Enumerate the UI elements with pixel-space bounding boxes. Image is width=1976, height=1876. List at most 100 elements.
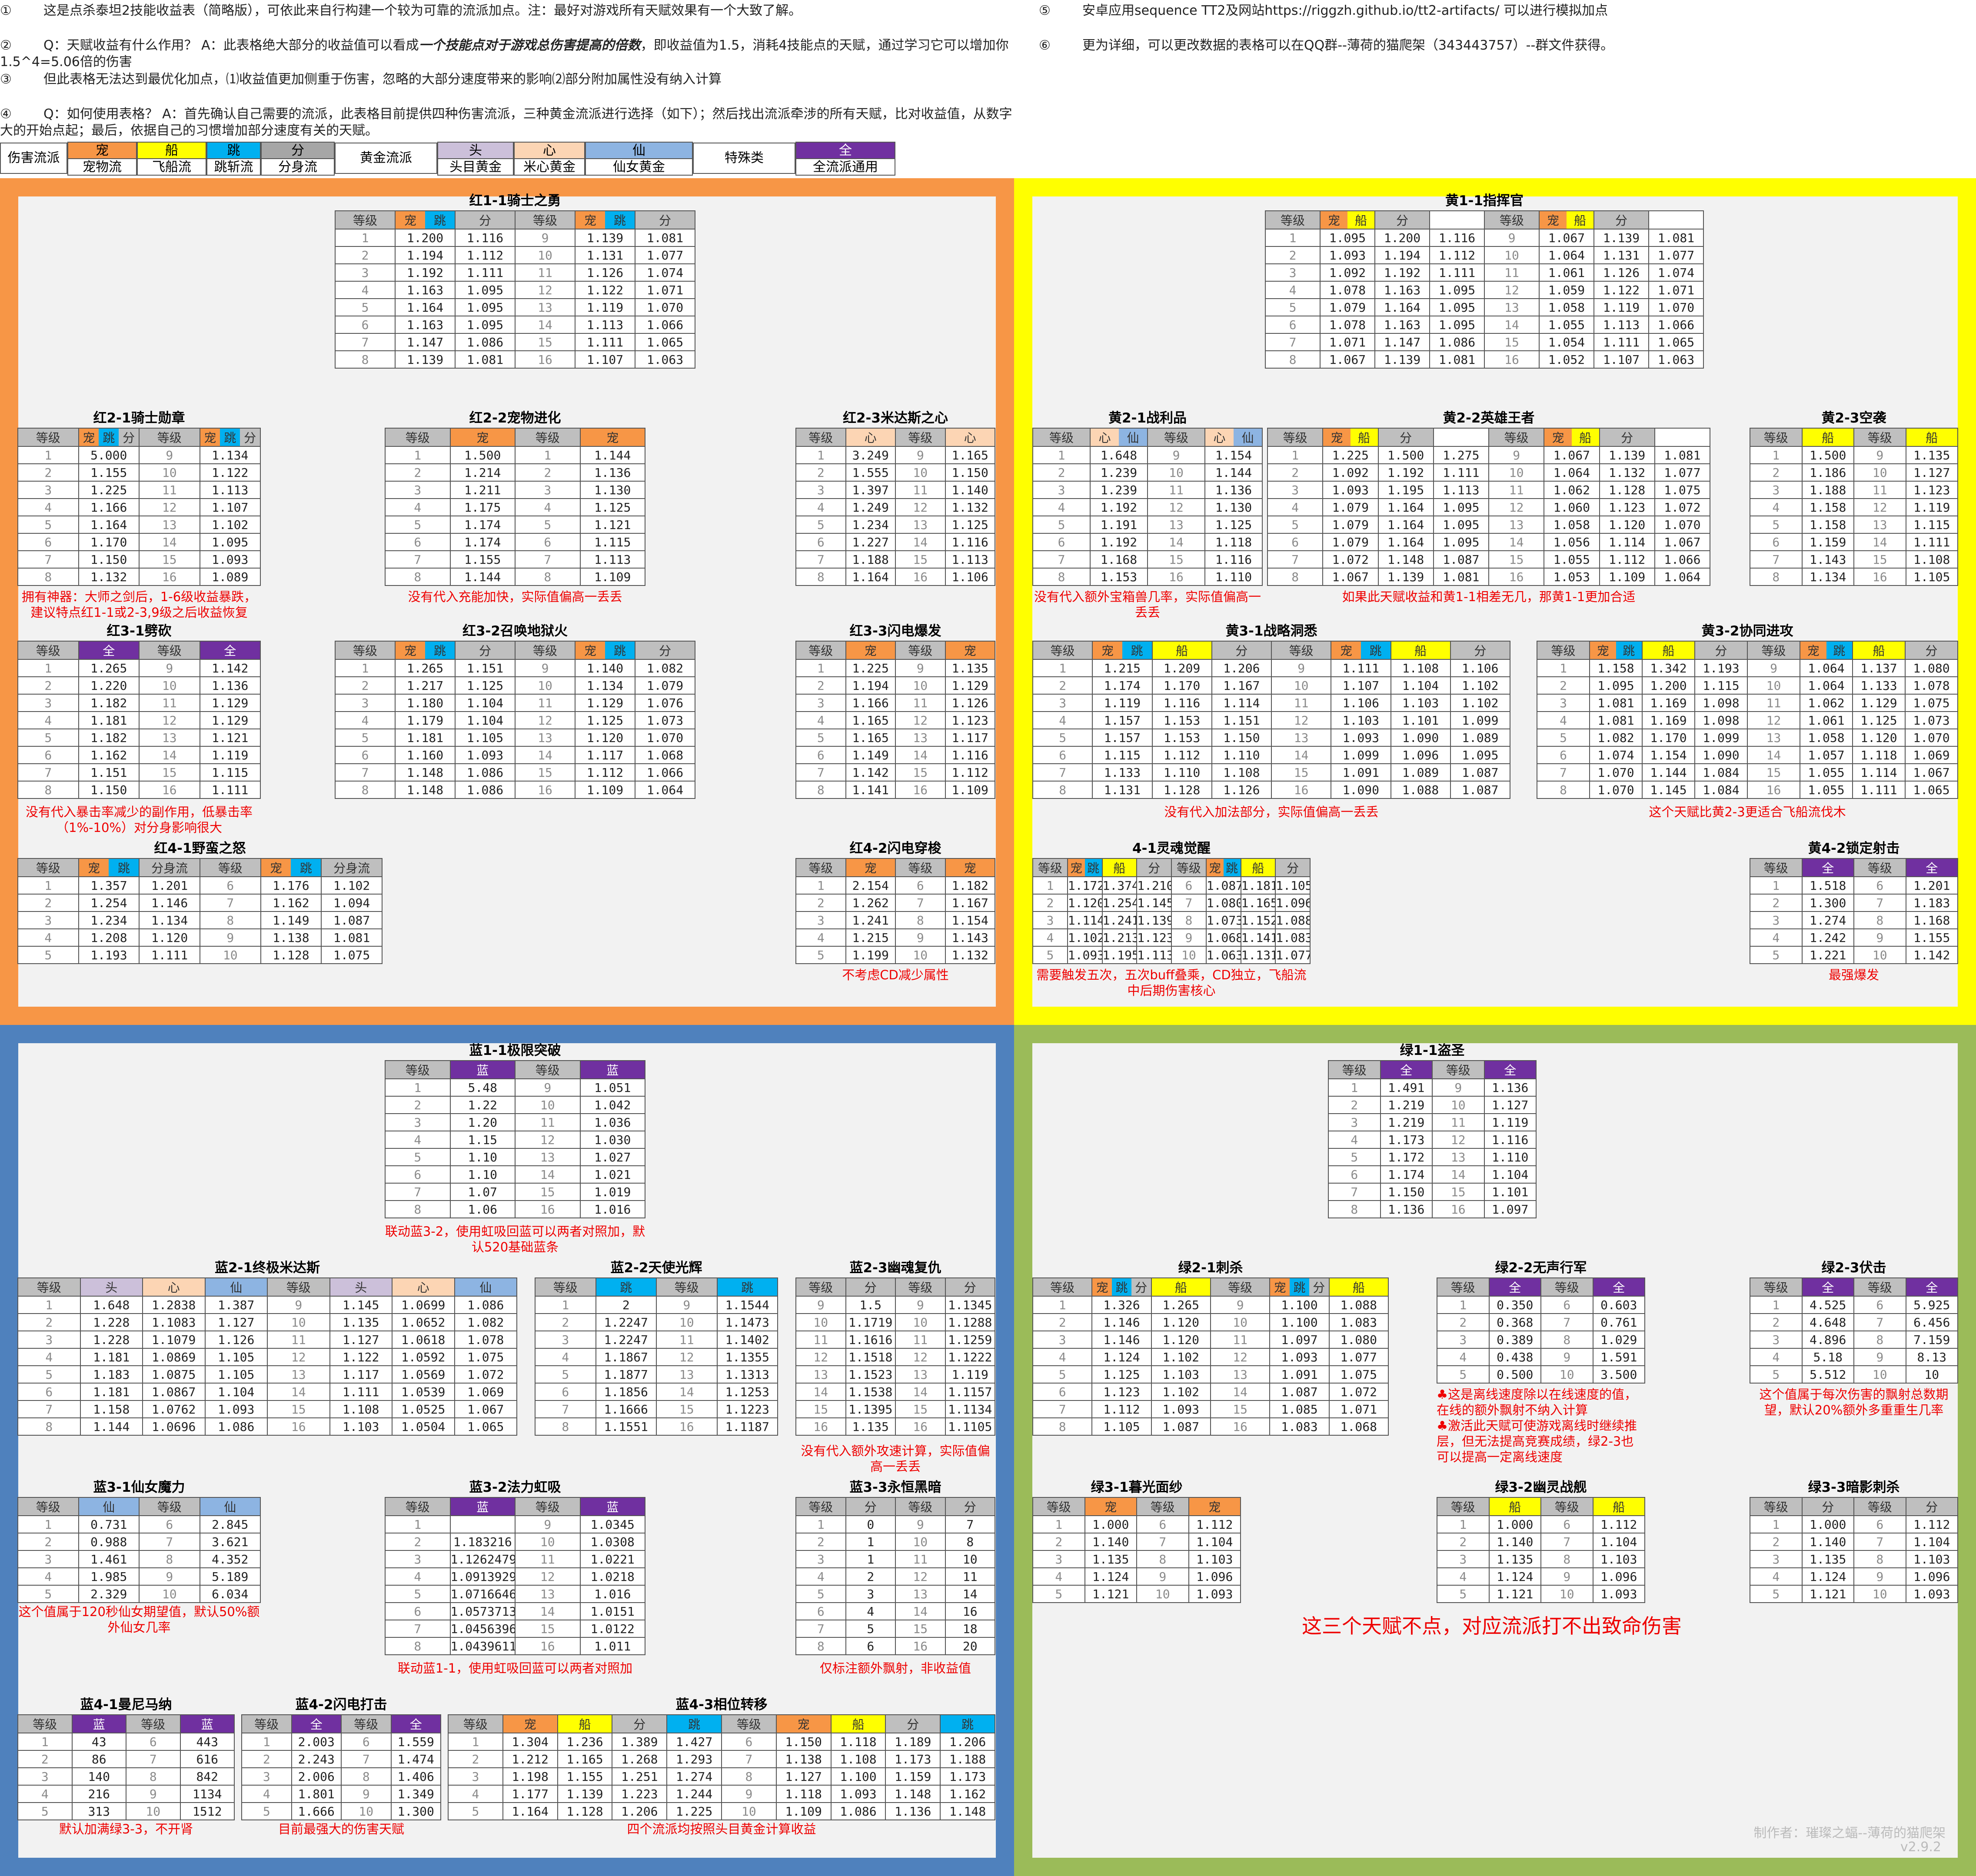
table-title: 蓝3-1仙女魔力: [93, 1480, 185, 1495]
level-cell: 14: [139, 746, 200, 764]
value-cell: 1.093: [1592, 1585, 1645, 1603]
value-cell: 4.896: [1801, 1330, 1854, 1349]
value-cell: 1.300: [1801, 894, 1854, 912]
value-cell: 6.034: [199, 1585, 261, 1603]
level-cell: 6: [385, 1165, 451, 1184]
value-cell: 1.102: [199, 516, 261, 534]
level-cell: 13: [656, 1365, 718, 1384]
value-cell: 1.110: [1484, 1148, 1537, 1166]
value-cell: 1.167: [1211, 676, 1272, 695]
category-header: 分: [1450, 641, 1511, 660]
value-cell: 7.159: [1905, 1330, 1958, 1349]
value-cell: 1.165: [845, 711, 896, 729]
legend-name-0: 宠物流: [67, 158, 137, 176]
value-cell: 1.072: [1322, 550, 1379, 569]
value-cell: 313: [71, 1802, 126, 1820]
level-cell: 4: [1537, 711, 1590, 729]
value-cell: 1.081: [1589, 694, 1643, 712]
level-header: 等级: [241, 1714, 292, 1733]
category-header: 宠跳: [575, 641, 635, 660]
value-cell: 1.666: [291, 1802, 342, 1820]
level-cell: 1: [1437, 1296, 1490, 1314]
value-cell: 1.148: [395, 763, 456, 782]
value-cell: 1.139: [1374, 350, 1430, 369]
level-cell: 5: [385, 516, 451, 534]
value-cell: 1.195: [1101, 946, 1138, 964]
value-cell: 1.100: [1269, 1296, 1330, 1314]
value-cell: 1.148: [885, 1785, 941, 1803]
value-cell: 1.075: [1328, 1365, 1389, 1384]
value-cell: 1.0573713: [449, 1602, 516, 1620]
value-cell: 1.110: [1151, 763, 1212, 782]
value-cell: 1.109: [775, 1802, 832, 1820]
table-title: 红2-2宠物进化: [469, 410, 561, 426]
level-cell: 2: [1437, 1313, 1490, 1331]
level-cell: 5: [795, 516, 846, 534]
value-cell: 1.042: [579, 1096, 645, 1114]
level-cell: 9: [895, 446, 946, 464]
level-cell: 4: [1750, 1567, 1803, 1586]
value-cell: 1.070: [1589, 781, 1643, 799]
level-cell: 3: [17, 694, 79, 712]
value-cell: 1.518: [1801, 876, 1854, 895]
category-header: [1648, 210, 1704, 230]
value-cell: 1.174: [449, 516, 516, 534]
value-cell: 1.1856: [595, 1383, 657, 1401]
level-cell: 11: [1271, 694, 1332, 712]
value-cell: 1.1473: [716, 1313, 778, 1331]
value-cell: 1134: [180, 1785, 235, 1803]
level-cell: 16: [1484, 350, 1540, 369]
value-cell: 1.077: [1648, 246, 1704, 264]
value-cell: 1.1222: [945, 1348, 995, 1366]
table-title: 黄4-2锁定射击: [1808, 841, 1900, 856]
value-cell: 1.170: [1642, 728, 1695, 747]
level-cell: 14: [1271, 746, 1332, 764]
level-cell: 5: [17, 946, 79, 964]
value-cell: 1.087: [1205, 876, 1241, 895]
level-cell: 4: [1032, 498, 1091, 516]
value-cell: 1.088: [1328, 1296, 1389, 1314]
value-cell: 1.206: [612, 1802, 668, 1820]
table-title: 蓝2-2天使光辉: [610, 1260, 702, 1276]
level-header: 等级: [1750, 1497, 1803, 1516]
value-cell: 1.096: [1188, 1567, 1241, 1586]
value-cell: 1.154: [1204, 446, 1263, 464]
value-cell: 1.070: [1905, 728, 1958, 747]
level-cell: 4: [17, 1785, 73, 1803]
value-cell: 1.173: [885, 1750, 941, 1768]
value-cell: 6.456: [1905, 1313, 1958, 1331]
level-cell: 12: [1853, 498, 1906, 516]
legend-special: 特殊类: [693, 143, 795, 174]
level-header: 等级: [795, 858, 846, 877]
legend-swatch-7: 全: [795, 142, 895, 159]
level-header: 等级: [895, 858, 946, 877]
value-cell: 1.228: [80, 1330, 143, 1349]
level-cell: 3: [17, 1550, 79, 1568]
value-cell: 1.089: [1450, 728, 1511, 747]
level-cell: 15: [1271, 763, 1332, 782]
level-cell: 2: [795, 1533, 846, 1551]
value-cell: 10: [1905, 1365, 1958, 1384]
value-cell: 1.174: [449, 533, 516, 551]
